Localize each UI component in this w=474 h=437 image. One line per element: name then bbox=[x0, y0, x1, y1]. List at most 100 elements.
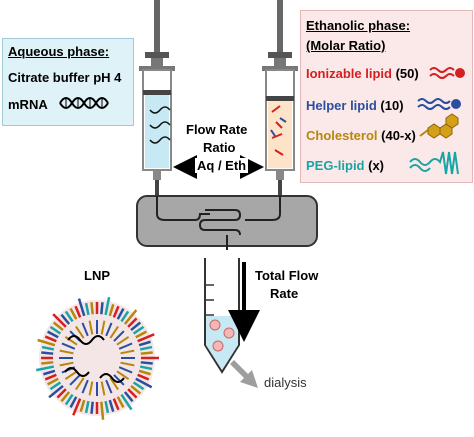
lnp-lipid-outer bbox=[64, 310, 74, 323]
lnp-lipid-inner bbox=[75, 377, 85, 391]
lnp-lipid-outer bbox=[74, 305, 82, 318]
lnp-lipid-outer bbox=[139, 365, 153, 371]
lnp-lipid-inner bbox=[100, 381, 106, 396]
lipid-ratio: (50) bbox=[395, 66, 419, 81]
lnp-lipid-outer bbox=[116, 308, 125, 320]
lnp-lipid-outer bbox=[64, 393, 74, 406]
flow-ratio-label-2: Ratio bbox=[203, 140, 236, 155]
ionizable-lipid-icon bbox=[429, 67, 465, 79]
lnp-lipid-outer bbox=[52, 313, 67, 328]
lnp-lipid-outer bbox=[90, 401, 94, 414]
lnp-lipid-inner bbox=[120, 361, 135, 367]
lnp-lipid-inner bbox=[118, 342, 133, 350]
lnp-lipid-inner bbox=[88, 381, 94, 396]
collection-tube bbox=[204, 258, 240, 374]
lnp-lipid-outer bbox=[139, 345, 153, 351]
lnp-lipid-outer bbox=[69, 396, 78, 408]
lnp-lipid-outer bbox=[120, 393, 133, 411]
lnp-lipid-outer bbox=[49, 325, 62, 335]
lnp-lipid-inner bbox=[116, 370, 130, 380]
aqueous-mrna: mRNA bbox=[8, 97, 48, 112]
lnp-lipid-outer bbox=[120, 310, 130, 323]
lnp-lipid-outer bbox=[35, 365, 55, 372]
lnp-lipid-outer bbox=[47, 377, 59, 386]
lnp-lipid-inner bbox=[61, 342, 76, 350]
lnp-lipid-outer bbox=[138, 369, 151, 376]
lnp-lipid-outer bbox=[44, 335, 57, 343]
aqueous-title: Aqueous phase: bbox=[8, 44, 110, 59]
lnp-lipid-outer bbox=[104, 400, 110, 414]
cholesterol-icon bbox=[419, 113, 459, 139]
lnp-lipid-inner bbox=[59, 349, 74, 355]
lnp-lipid-inner bbox=[59, 361, 74, 367]
lnp-lipid-outer bbox=[123, 391, 134, 403]
microfluidic-chip bbox=[136, 195, 318, 250]
lnp-lipid-outer bbox=[41, 345, 55, 351]
lnp-lipid-outer bbox=[140, 361, 153, 365]
lnp-lipid-outer bbox=[130, 321, 142, 332]
lnp-lipid-outer bbox=[84, 400, 90, 414]
flow-ratio-label-3: Aq / Eth bbox=[195, 158, 249, 173]
dialysis-label: dialysis bbox=[264, 375, 307, 390]
lnp-lipid-inner bbox=[75, 325, 85, 339]
lnp-lipid-inner bbox=[88, 320, 94, 335]
lnp-lipid-outer bbox=[100, 302, 104, 315]
lnp-lipid-outer bbox=[123, 309, 138, 325]
lnp-lipid-outer bbox=[140, 351, 153, 355]
lnp-lipid-outer bbox=[49, 381, 62, 391]
total-flow-label-1: Total Flow bbox=[255, 268, 319, 283]
lnp-lipid-inner bbox=[105, 379, 113, 394]
lnp-lipid-outer bbox=[44, 373, 57, 381]
lipid-ratio: (x) bbox=[368, 158, 385, 173]
lnp-lipid-outer bbox=[72, 398, 82, 416]
lnp-lipid-inner bbox=[113, 330, 125, 342]
lnp-lipid-outer bbox=[41, 361, 54, 365]
lnp-lipid-outer bbox=[60, 313, 71, 325]
lnp-lipid-outer bbox=[108, 399, 115, 412]
lnp-lipid-inner bbox=[113, 374, 125, 386]
lnp-lipid-inner bbox=[118, 366, 133, 374]
lnp-lipid-inner bbox=[81, 379, 89, 394]
lnp-lipid-outer bbox=[69, 308, 78, 320]
lnp-lipid-outer bbox=[137, 333, 155, 343]
lnp-lipid-outer bbox=[127, 317, 138, 328]
lnp-lipid-outer bbox=[130, 384, 142, 395]
lnp-lipid-outer bbox=[138, 340, 151, 347]
lnp-lipid-outer bbox=[48, 384, 64, 399]
lnp-lipid-outer bbox=[135, 377, 153, 389]
lnp-lipid-outer bbox=[41, 351, 54, 355]
lnp-lipid-outer bbox=[100, 401, 105, 420]
lnp-particle bbox=[35, 296, 159, 420]
lnp-lipid-outer bbox=[43, 369, 56, 376]
helper-lipid-icon bbox=[417, 98, 461, 110]
ethanolic-subtitle: (Molar Ratio) bbox=[306, 38, 386, 53]
lnp-lipid-inner bbox=[109, 325, 119, 339]
lnp-lipid-outer bbox=[60, 391, 71, 403]
lnp-lipid-outer bbox=[56, 388, 67, 399]
lnp-lipid-outer bbox=[112, 398, 120, 411]
lnp-lipid-outer bbox=[90, 302, 94, 315]
lipid-row-cholesterol: Cholesterol (40-x) bbox=[306, 128, 416, 143]
left-syringe bbox=[139, 0, 175, 195]
lnp-lipid-outer bbox=[132, 325, 145, 335]
lnp-lipid-inner bbox=[81, 322, 89, 337]
dialysis-arrow bbox=[230, 360, 258, 388]
lipid-name: Cholesterol bbox=[306, 128, 378, 143]
flow-ratio-label-1: Flow Rate bbox=[186, 122, 248, 137]
lnp-lipid-outer bbox=[79, 399, 86, 412]
lnp-lipid-inner bbox=[64, 336, 78, 346]
lnp-lipid-inner bbox=[105, 322, 113, 337]
lnp-lipid-inner bbox=[109, 377, 119, 391]
lipid-row-helper: Helper lipid (10) bbox=[306, 98, 404, 113]
lipid-name: PEG-lipid bbox=[306, 158, 365, 173]
lnp-lipid-inner bbox=[100, 320, 106, 335]
lnp-lipid-outer bbox=[135, 330, 147, 339]
lnp-lipid-outer bbox=[112, 305, 120, 318]
total-flow-label-2: Rate bbox=[270, 286, 299, 301]
lnp-lipid-outer bbox=[47, 330, 59, 339]
lipid-ratio: (40-x) bbox=[381, 128, 416, 143]
lnp-lipid-inner bbox=[69, 374, 81, 386]
lnp-lipid-outer bbox=[77, 298, 86, 317]
right-syringe bbox=[262, 0, 298, 195]
